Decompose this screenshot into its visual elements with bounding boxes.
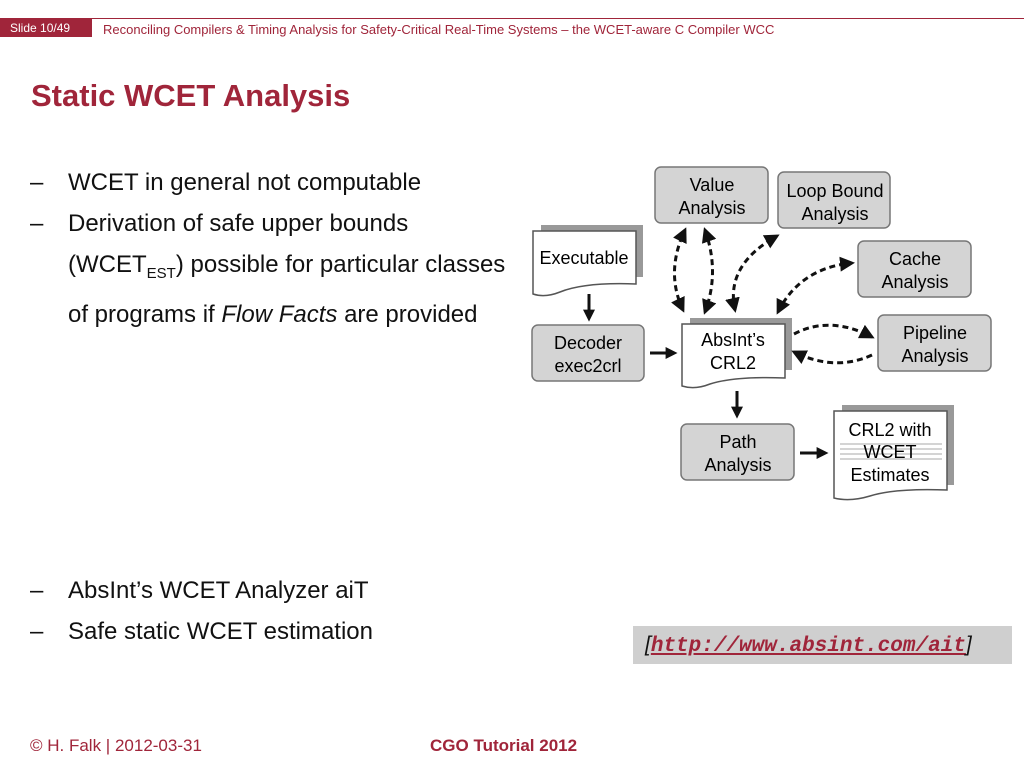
bullet-item: –AbsInt’s WCET Analyzer aiT [30, 570, 510, 611]
crl2-wcet-document: CRL2 with WCET Estimates [833, 405, 954, 501]
crl2-line1: AbsInt’s [701, 330, 765, 350]
absint-link[interactable]: http://www.absint.com/ait [650, 635, 966, 658]
decoder-box: Decoder exec2crl [531, 324, 645, 382]
footer-author-date: © H. Falk | 2012-03-31 [30, 736, 202, 755]
bullet-item: –WCET in general not computable [30, 162, 510, 203]
bullet-text: Safe static WCET estimation [68, 618, 373, 645]
decoder-line2: exec2crl [554, 356, 621, 376]
dashed-arrow-value-right [701, 227, 717, 315]
bullet-emphasis: Flow Facts [221, 300, 338, 328]
bullet-list-bottom: –AbsInt’s WCET Analyzer aiT –Safe static… [30, 570, 510, 652]
dashed-arrow-pipeline-out [793, 323, 875, 339]
bullet-item: –Safe static WCET estimation [30, 611, 510, 652]
bullet-text: WCET in general not computable [68, 169, 422, 196]
dashed-arrow-value-left [671, 227, 687, 313]
path-analysis-box: Path Analysis [680, 423, 795, 481]
pipeline-line2: Analysis [901, 346, 968, 366]
crl2-wcet-line3: Estimates [850, 465, 929, 485]
bullet-subscript: EST [146, 264, 176, 282]
dashed-arrow-cache [776, 256, 855, 315]
bullet-text: ) possible for particular classes of pro… [68, 251, 506, 328]
pipeline-analysis-box: Pipeline Analysis [877, 314, 992, 372]
bullet-text: Derivation of safe upper bounds (WCET [68, 210, 409, 278]
cache-analysis-line1: Cache [889, 249, 941, 269]
bracket-close: ] [965, 633, 972, 656]
executable-label: Executable [539, 248, 628, 268]
bullet-dash: – [30, 577, 44, 604]
loop-bound-line1: Loop Bound [786, 181, 883, 201]
bullet-item: –Derivation of safe upper bounds (WCETES… [30, 203, 510, 335]
value-analysis-line1: Value [690, 175, 735, 195]
value-analysis-box: Value Analysis [654, 166, 769, 224]
bullet-text: AbsInt’s WCET Analyzer aiT [68, 577, 369, 604]
crl2-document: AbsInt’s CRL2 [681, 318, 792, 389]
value-analysis-line2: Analysis [678, 198, 745, 218]
cache-analysis-line2: Analysis [881, 272, 948, 292]
bullet-list-top: –WCET in general not computable –Derivat… [30, 162, 510, 335]
slide-number-badge: Slide 10/49 [0, 19, 92, 37]
executable-document: Executable [532, 225, 643, 297]
bullet-dash: – [30, 169, 44, 196]
crl2-wcet-line1: CRL2 with [848, 420, 931, 440]
footer-event: CGO Tutorial 2012 [430, 736, 578, 755]
bracket-open: [ [645, 633, 651, 656]
presentation-title: Reconciling Compilers & Timing Analysis … [103, 22, 775, 37]
dashed-arrow-loop-bound [725, 234, 780, 313]
dashed-arrow-pipeline-in [791, 350, 873, 365]
loop-bound-analysis-box: Loop Bound Analysis [777, 171, 891, 229]
wcet-flow-diagram: Value Analysis Loop Bound Analysis Execu… [531, 166, 992, 501]
bullet-dash: – [30, 210, 44, 237]
pipeline-line1: Pipeline [903, 323, 967, 343]
reference-link-box: [http://www.absint.com/ait] [633, 626, 1012, 664]
page-title: Static WCET Analysis [31, 78, 351, 113]
header-rule [0, 18, 1024, 19]
path-analysis-line2: Analysis [704, 455, 771, 475]
crl2-line2: CRL2 [710, 353, 756, 373]
crl2-wcet-line2: WCET [864, 442, 917, 462]
loop-bound-line2: Analysis [801, 204, 868, 224]
cache-analysis-box: Cache Analysis [857, 240, 972, 298]
path-analysis-line1: Path [719, 432, 756, 452]
bullet-dash: – [30, 618, 44, 645]
decoder-line1: Decoder [554, 333, 622, 353]
bullet-text: are provided [337, 300, 478, 328]
